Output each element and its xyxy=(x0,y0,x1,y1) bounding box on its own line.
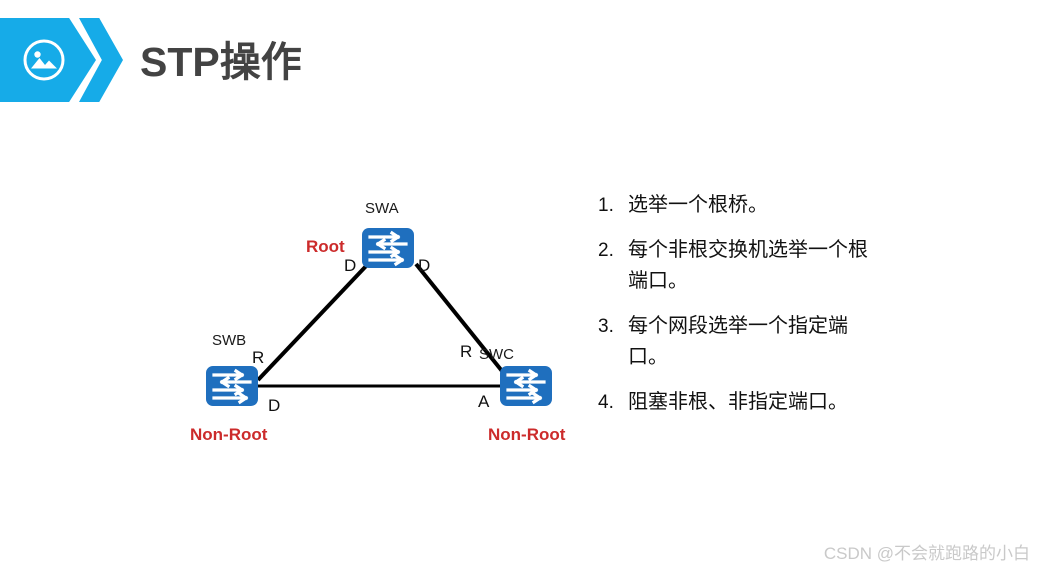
topology-links xyxy=(256,262,508,388)
switch-node-swb[interactable] xyxy=(206,366,258,406)
list-item-number: 1. xyxy=(598,195,614,216)
link-swa-swc xyxy=(414,262,508,378)
switch-node-swc[interactable] xyxy=(500,366,552,406)
list-item-text: 选举一个根桥。 xyxy=(628,194,768,216)
csdn-watermark: CSDN @不会就跑路的小白 xyxy=(823,544,1030,563)
list-item-number: 4. xyxy=(598,392,614,413)
port-label-swc-up: R xyxy=(460,342,473,361)
device-label-swa: SWA xyxy=(365,200,399,217)
stp-steps-list: 1. 选举一个根桥。 2. 每个非根交换机选举一个根端口。 3. 每个网段选举一… xyxy=(598,190,908,432)
list-item-text: 每个网段选举一个指定端口。 xyxy=(628,315,848,368)
link-swb-swa xyxy=(256,262,370,382)
port-label-swa-left: D xyxy=(344,256,357,275)
port-label-swb-up: R xyxy=(252,348,265,367)
port-label-swc-left: A xyxy=(478,392,490,411)
list-item: 3. 每个网段选举一个指定端口。 xyxy=(598,311,908,373)
switch-node-swa[interactable] xyxy=(362,228,414,268)
list-item-text: 每个非根交换机选举一个根端口。 xyxy=(628,239,868,292)
list-item-text: 阻塞非根、非指定端口。 xyxy=(628,391,848,413)
device-label-swc: SWC xyxy=(479,346,514,363)
list-item: 2. 每个非根交换机选举一个根端口。 xyxy=(598,235,908,297)
port-label-swb-right: D xyxy=(268,396,281,415)
page-title: STP操作 xyxy=(140,39,302,85)
role-label-swa: Root xyxy=(306,237,345,256)
device-label-swb: SWB xyxy=(212,332,247,349)
port-label-swa-right: D xyxy=(418,256,431,275)
role-label-swb: Non-Root xyxy=(190,425,268,444)
list-item-number: 3. xyxy=(598,316,614,337)
page-header: STP操作 xyxy=(0,0,1046,120)
header-badge xyxy=(0,18,128,102)
stp-topology-diagram: SWA Root D D SWB R D Non-Root R SWC xyxy=(180,190,580,460)
list-item: 4. 阻塞非根、非指定端口。 xyxy=(598,387,908,418)
role-label-swc: Non-Root xyxy=(488,425,566,444)
image-picture-icon xyxy=(22,38,66,82)
list-item-number: 2. xyxy=(598,240,614,261)
list-item: 1. 选举一个根桥。 xyxy=(598,190,908,221)
